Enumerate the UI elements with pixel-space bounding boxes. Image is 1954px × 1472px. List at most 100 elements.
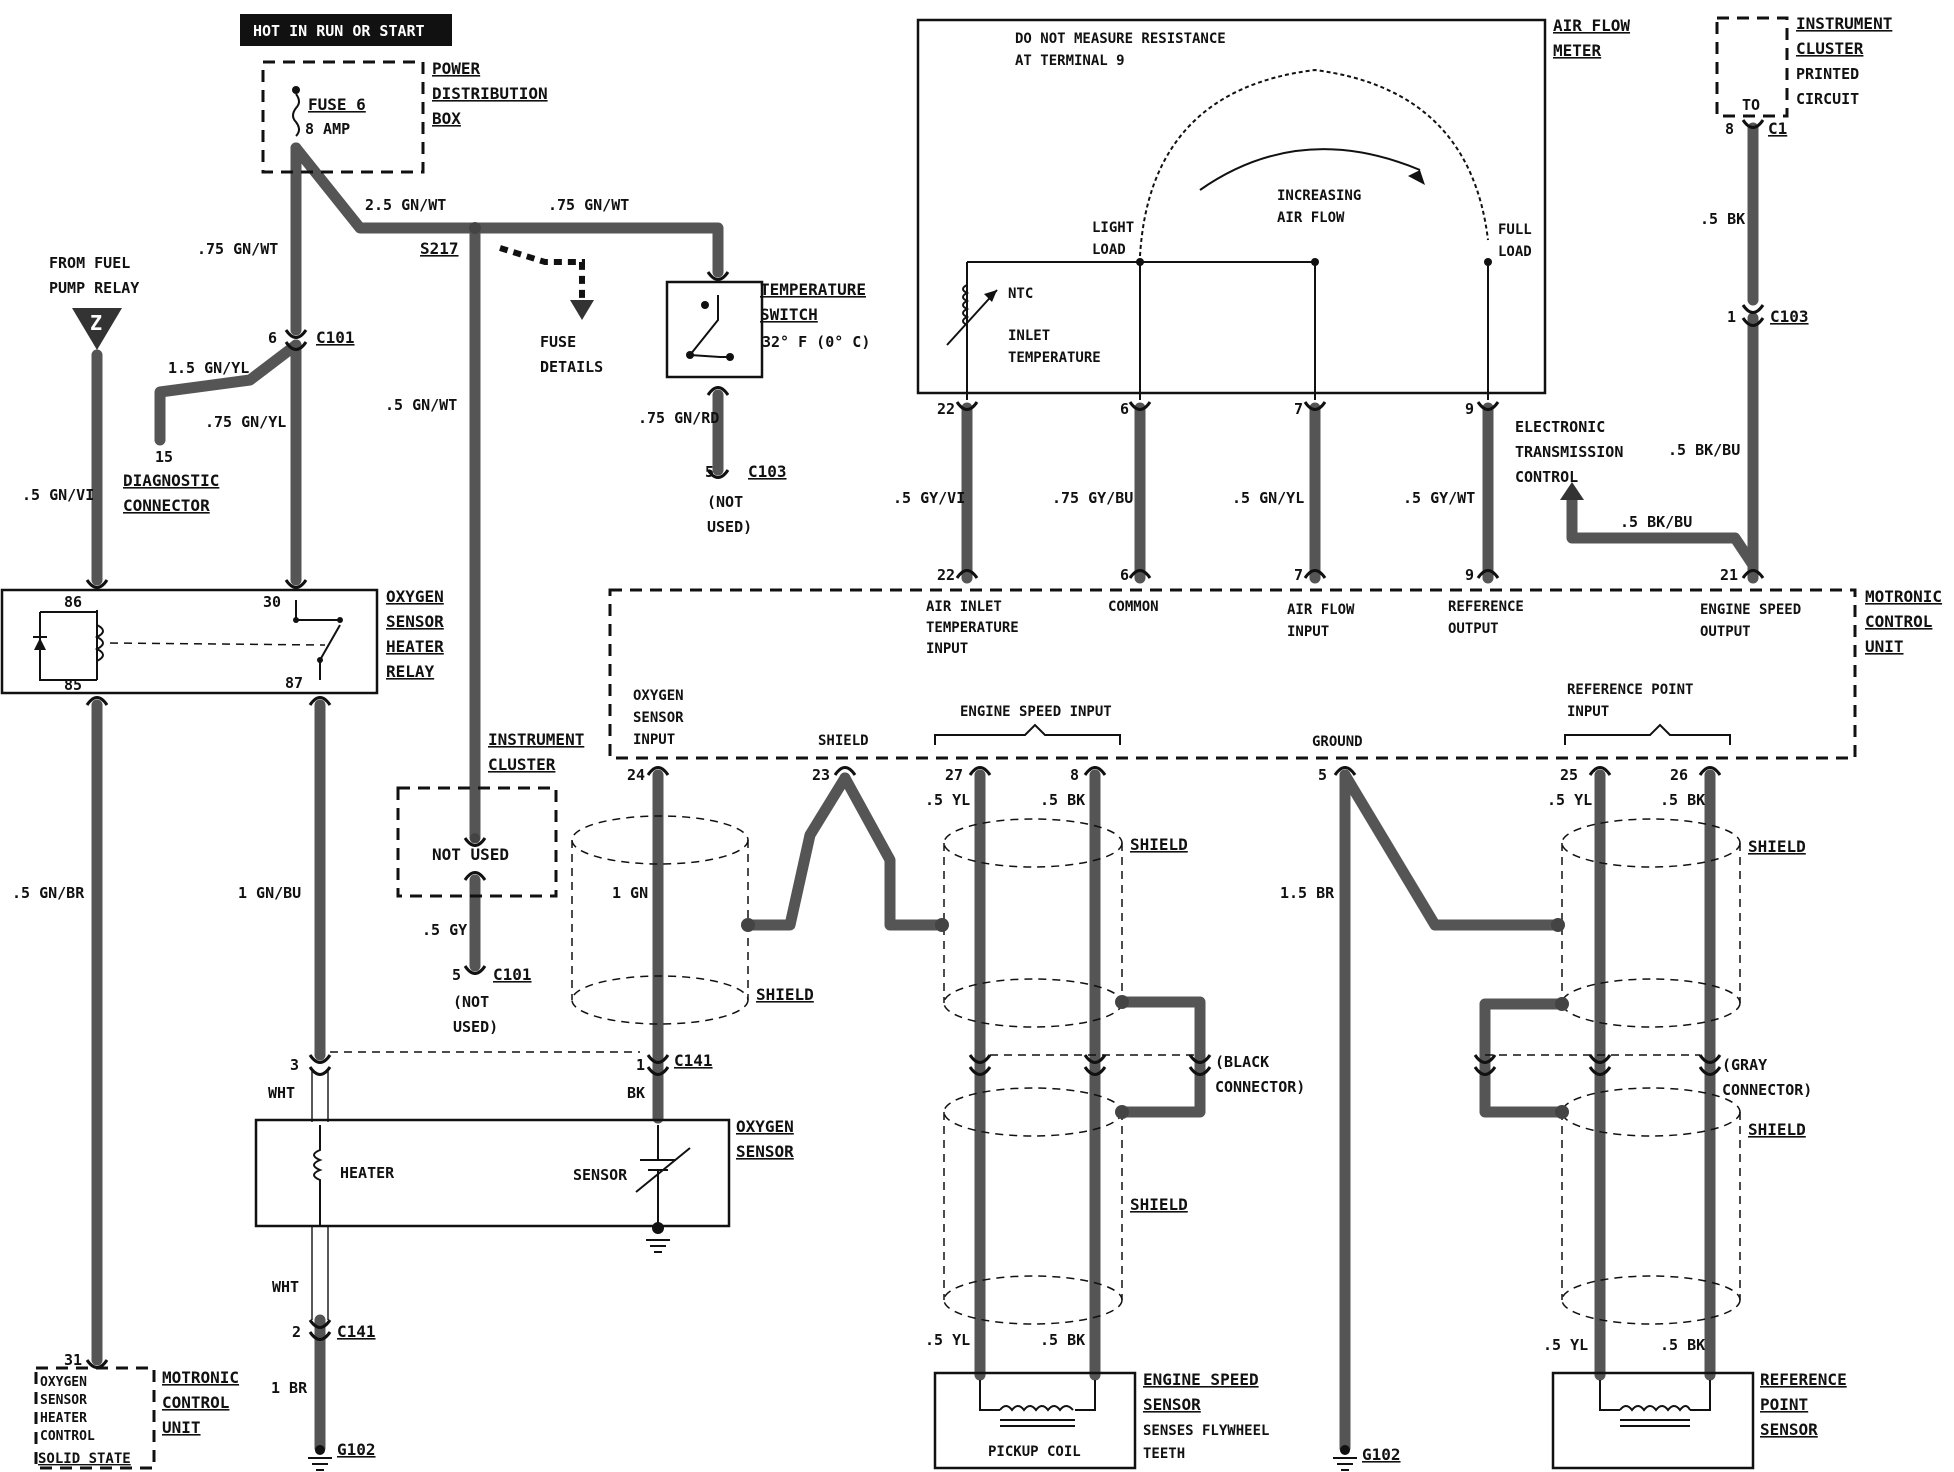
motronic-b-3: UNIT: [1865, 637, 1904, 656]
z-label: Z: [90, 311, 102, 335]
g102-a: G102: [337, 1440, 376, 1459]
wht-b: WHT: [272, 1278, 299, 1296]
heater-label: HEATER: [340, 1164, 395, 1182]
pin22-bot: 22: [937, 566, 955, 584]
from-fuel-2: PUMP RELAY: [49, 279, 139, 297]
black-conn-2: CONNECTOR): [1215, 1078, 1305, 1096]
wire-5-bk-bu-a: .5 BK/BU: [1668, 441, 1740, 459]
to-label: TO: [1742, 96, 1760, 114]
pin5-c103: 5: [705, 463, 714, 481]
air-flow-input-2: INPUT: [1287, 624, 1329, 640]
oxygen-sensor-heater-relay-box: [0, 588, 379, 695]
diag-conn-1: DIAGNOSTIC: [123, 471, 219, 490]
wire-5-bk-b: .5 BK: [1040, 791, 1085, 809]
c141-a: C141: [674, 1051, 713, 1070]
o2-relay-2: SENSOR: [386, 612, 444, 631]
light-load-1: LIGHT: [1092, 220, 1134, 236]
wht-a: WHT: [268, 1084, 295, 1102]
etc-arrow-icon: [1560, 482, 1584, 500]
pin6-c101: 6: [268, 329, 277, 347]
power-dist-2: DISTRIBUTION: [432, 84, 548, 103]
fuse-details-2: DETAILS: [540, 358, 603, 376]
pin6-top: 6: [1120, 400, 1129, 418]
instrument-cluster-1: INSTRUMENT: [488, 730, 584, 749]
wire-2-5-gn-wt: 2.5 GN/WT: [365, 196, 446, 214]
hot-in-run-label: HOT IN RUN OR START: [253, 22, 425, 40]
not-used-box-label: NOT USED: [432, 845, 509, 864]
wire-5-gn-br: .5 GN/BR: [12, 884, 85, 902]
pin1: 1: [636, 1056, 645, 1074]
es-output-1: ENGINE SPEED: [1700, 602, 1801, 618]
fuse-symbol-icon: [292, 86, 300, 137]
afm-1: AIR FLOW: [1553, 16, 1630, 35]
wire-5-bk-bu-b: .5 BK/BU: [1620, 513, 1692, 531]
ref-output-1: REFERENCE: [1448, 599, 1524, 615]
inlet-temp-1: INLET: [1008, 328, 1050, 344]
ref-sensor-1: REFERENCE: [1760, 1370, 1847, 1389]
inlet-temp-2: TEMPERATURE: [1008, 350, 1101, 366]
etc-3: CONTROL: [1515, 468, 1578, 486]
g102-b: G102: [1362, 1445, 1401, 1464]
from-fuel-1: FROM FUEL: [49, 254, 130, 272]
instrument-cluster-printed-box: [1715, 16, 1789, 118]
pin9-top: 9: [1465, 400, 1474, 418]
pin24: 24: [627, 766, 645, 784]
wire-5-gn-yl: .5 GN/YL: [1232, 489, 1304, 507]
c1-label: C1: [1768, 119, 1787, 138]
not-used-a-2: USED): [707, 518, 752, 536]
wire-5-gn-vi: .5 GN/VI: [22, 486, 94, 504]
wire-15-gn-yl: 1.5 GN/YL: [168, 359, 249, 377]
afm-2: METER: [1553, 41, 1602, 60]
diag-conn-2: CONNECTOR: [123, 496, 210, 515]
o2-relay-3: HEATER: [386, 637, 444, 656]
bk-label: BK: [627, 1084, 645, 1102]
from-fuel-pump-triangle-icon: [72, 308, 122, 350]
increasing-1: INCREASING: [1277, 188, 1361, 204]
o2-input-2: SENSOR: [633, 710, 684, 726]
pin23: 23: [812, 766, 830, 784]
ground-label: GROUND: [1312, 734, 1363, 750]
pin7-bot: 7: [1294, 566, 1303, 584]
not-used-b-1: (NOT: [453, 993, 489, 1011]
afm-note-1: DO NOT MEASURE RESISTANCE: [1015, 31, 1226, 47]
ic-printed-1: INSTRUMENT: [1796, 14, 1892, 33]
c103-a: C103: [748, 462, 787, 481]
shield-o2: SHIELD: [756, 985, 814, 1004]
air-flow-input-1: AIR FLOW: [1287, 602, 1355, 618]
ref-output-2: OUTPUT: [1448, 621, 1499, 637]
pin87: 87: [285, 674, 303, 692]
reference-point-sensor-box: [1551, 1371, 1755, 1470]
amp8-label: 8 AMP: [305, 120, 350, 138]
full-load-1: FULL: [1498, 222, 1532, 238]
pin3: 3: [290, 1056, 299, 1074]
o2-sensor-1: OXYGEN: [736, 1117, 794, 1136]
es-input-label: ENGINE SPEED INPUT: [960, 704, 1112, 720]
pin5-c101: 5: [452, 966, 461, 984]
o2-input-3: INPUT: [633, 732, 675, 748]
shield-es-b: SHIELD: [1130, 1195, 1188, 1214]
pin15: 15: [155, 448, 173, 466]
o2-heater-control-box: [34, 1366, 156, 1470]
reference-coil-icon: [1599, 1380, 1711, 1427]
es-sensor-2: SENSOR: [1143, 1395, 1201, 1414]
fuse-details-arrow-icon: [499, 245, 594, 320]
black-conn-1: (BLACK: [1215, 1053, 1269, 1071]
pin8-c1: 8: [1725, 120, 1734, 138]
shield-label: SHIELD: [818, 733, 869, 749]
pin22-top: 22: [937, 400, 955, 418]
temperature-switch-box: [665, 280, 764, 379]
pin1-c103: 1: [1727, 308, 1736, 326]
sensor-symbol-icon: [635, 1125, 691, 1253]
pin86: 86: [64, 593, 82, 611]
power-dist-1: POWER: [432, 59, 481, 78]
o2-ctrl-4: CONTROL: [40, 1429, 95, 1444]
wire-5-bk-e: .5 BK: [1660, 1336, 1705, 1354]
gray-conn-2: CONNECTOR): [1722, 1081, 1812, 1099]
air-inlet-2: TEMPERATURE: [926, 620, 1019, 636]
ic-printed-2: CLUSTER: [1796, 39, 1864, 58]
reference-point-bracket: [1564, 723, 1731, 745]
air-flow-meter-box: [916, 18, 1547, 395]
pickup-coil-icon: [979, 1380, 1096, 1427]
wire-5-bk-d: .5 BK: [1040, 1331, 1085, 1349]
wire-5-bk-c: .5 BK: [1660, 791, 1705, 809]
